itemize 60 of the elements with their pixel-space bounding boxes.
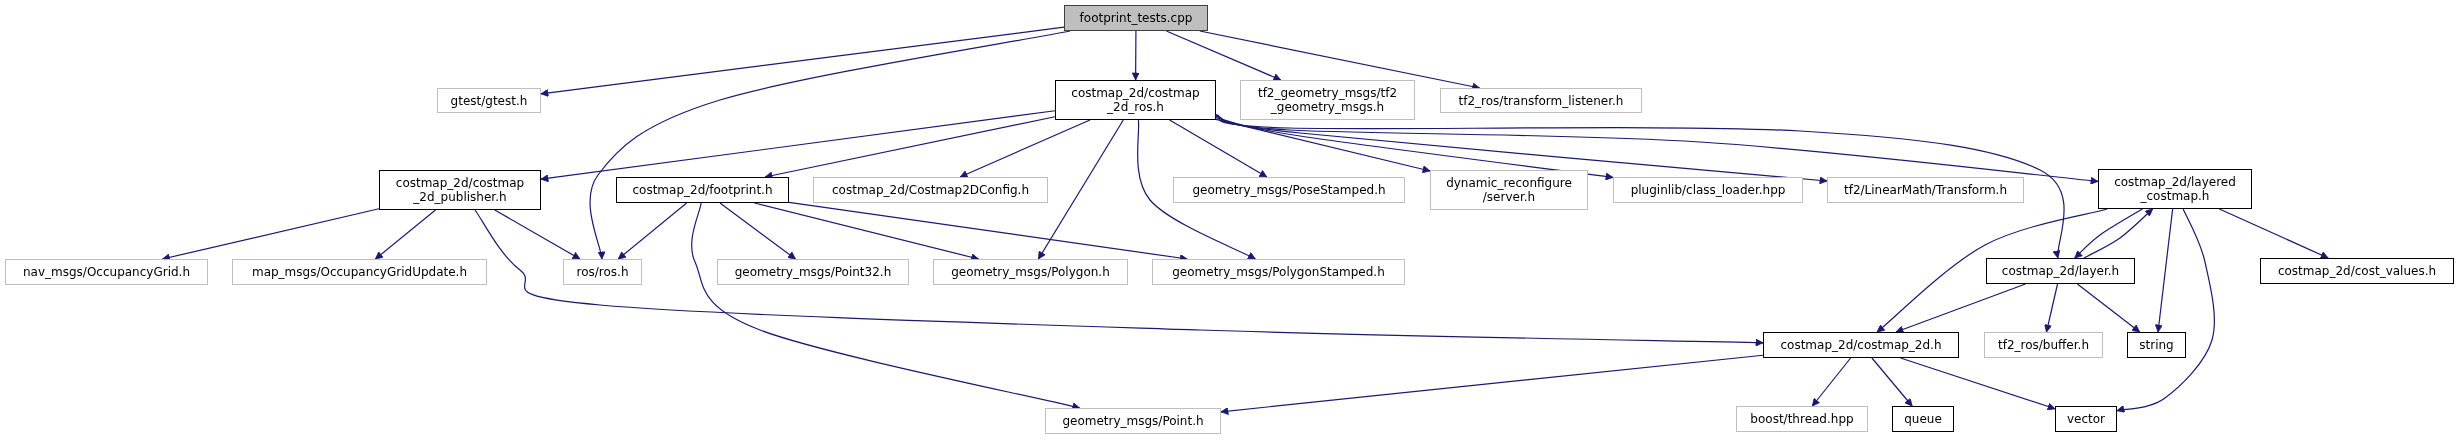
file-box: geometry_msgs/PolygonStamped.h (1152, 259, 1405, 285)
arrow (1876, 208, 2108, 333)
arrow (374, 209, 437, 260)
arrow (1215, 115, 1828, 185)
arrow (2074, 208, 2143, 259)
file-box: ros/ros.h (563, 259, 642, 285)
file-box: costmap_2d/Costmap2DConfig.h (813, 177, 1048, 203)
arrow (589, 30, 1071, 260)
arrow (719, 202, 797, 260)
file-box: costmap_2d/footprint.h (616, 177, 789, 203)
file-box: geometry_msgs/Point.h (1045, 408, 1221, 434)
arrow (474, 209, 1764, 347)
arrow (959, 119, 1091, 178)
file-box: dynamic_reconfigure /server.h (1430, 170, 1588, 210)
file-box: footprint_tests.cpp (1064, 5, 1208, 31)
arrow (1215, 118, 1431, 174)
arrow (2076, 283, 2141, 333)
arrow (2083, 208, 2154, 259)
arrow (1215, 117, 1614, 181)
arrow (1137, 119, 1256, 260)
file-box: geometry_msgs/PoseStamped.h (1173, 177, 1405, 203)
file-box: geometry_msgs/Polygon.h (933, 259, 1128, 285)
arrow (1169, 119, 1268, 178)
file-box: costmap_2d/layer.h (1986, 258, 2135, 284)
arrow (2155, 208, 2174, 333)
file-box: costmap_2d/cost_values.h (2260, 258, 2454, 284)
file-box: vector (2055, 406, 2117, 432)
arrow (1811, 357, 1852, 407)
file-box: costmap_2d/costmap _2d_ros.h (1055, 80, 1216, 120)
arrow (540, 26, 1065, 97)
arrow (1895, 283, 2027, 334)
arrow (2044, 283, 2059, 333)
arrow (494, 209, 581, 260)
arrow (540, 110, 1056, 183)
arrow (617, 202, 688, 260)
file-box: tf2_ros/buffer.h (1984, 332, 2103, 358)
file-box: tf2_geometry_msgs/tf2 _geometry_msgs.h (1240, 80, 1415, 120)
arrow (1037, 119, 1124, 260)
arrow (1871, 357, 1913, 407)
file-box: gtest/gtest.h (437, 88, 541, 113)
arrow (1215, 115, 2099, 185)
arrow (1215, 114, 2065, 259)
file-box: pluginlib/class_loader.hpp (1613, 177, 1803, 203)
file-box: nav_msgs/OccupancyGrid.h (5, 259, 208, 285)
file-box: tf2_ros/transform_listener.h (1440, 88, 1642, 113)
file-box: queue (1892, 406, 1954, 432)
arrow (1899, 357, 2056, 411)
arrow (1131, 30, 1140, 81)
file-box: costmap_2d/costmap_2d.h (1763, 332, 1959, 358)
arrow (1220, 354, 1764, 415)
file-box: costmap_2d/layered _costmap.h (2098, 169, 2252, 209)
file-box: tf2/LinearMath/Transform.h (1827, 177, 2024, 203)
arrow (2218, 208, 2329, 259)
arrow (2116, 208, 2215, 414)
file-box: geometry_msgs/Point32.h (717, 259, 909, 285)
arrow (1165, 30, 1282, 81)
file-box: string (2127, 332, 2186, 358)
file-box: boost/thread.hpp (1736, 406, 1868, 432)
file-box: costmap_2d/costmap _2d_publisher.h (379, 170, 541, 210)
file-box: map_msgs/OccupancyGridUpdate.h (232, 259, 487, 285)
